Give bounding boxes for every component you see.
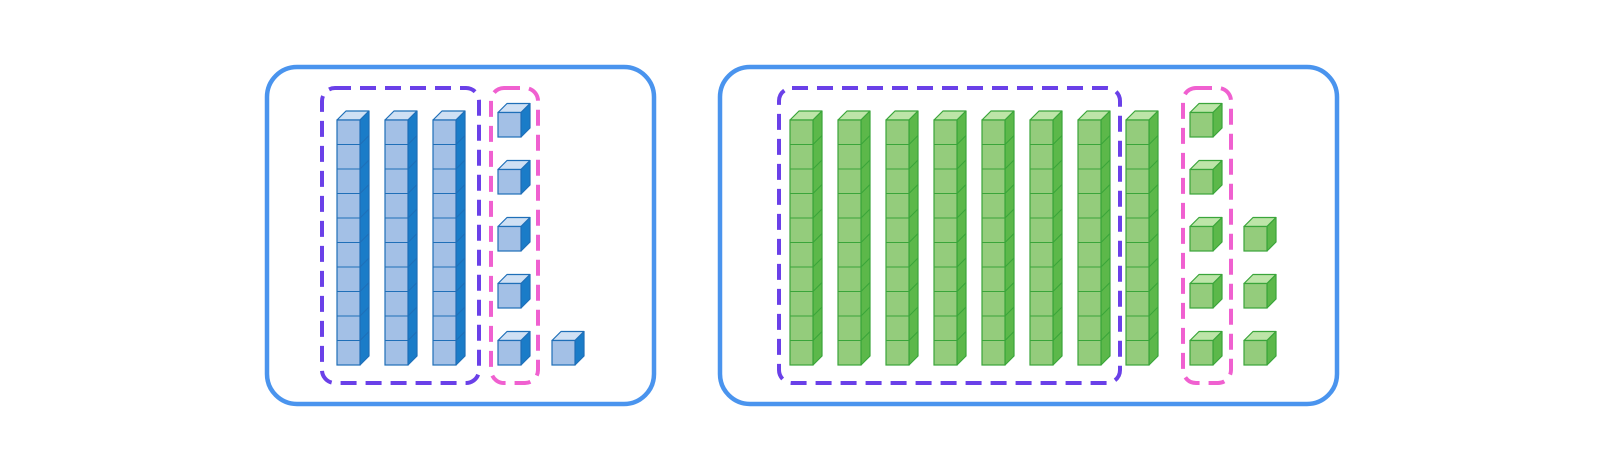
unit-cube bbox=[497, 216, 531, 252]
tens-group-outline bbox=[320, 86, 481, 385]
panel-frame bbox=[264, 64, 657, 407]
unit-cube bbox=[1189, 273, 1223, 309]
ones-group-outline bbox=[489, 86, 540, 385]
panel-frame bbox=[717, 64, 1340, 407]
unit-cube bbox=[497, 159, 531, 195]
unit-cube bbox=[497, 330, 531, 366]
unit-cube bbox=[1189, 330, 1223, 366]
ten-rod bbox=[981, 110, 1015, 366]
left-panel bbox=[264, 64, 657, 407]
unit-cube bbox=[497, 273, 531, 309]
ten-rod bbox=[837, 110, 871, 366]
unit-cube bbox=[1189, 102, 1223, 138]
ten-rod bbox=[1077, 110, 1111, 366]
ten-rod bbox=[336, 110, 370, 366]
ones-group-outline bbox=[1181, 86, 1233, 385]
ten-rod bbox=[933, 110, 967, 366]
ten-rod bbox=[1029, 110, 1063, 366]
extra-ten-rod bbox=[1125, 110, 1159, 366]
extra-unit-cube bbox=[1243, 216, 1277, 252]
ten-rod bbox=[885, 110, 919, 366]
ten-rod bbox=[384, 110, 418, 366]
ten-rod bbox=[789, 110, 823, 366]
unit-cube bbox=[497, 102, 531, 138]
unit-cube bbox=[1189, 159, 1223, 195]
ten-rod bbox=[432, 110, 466, 366]
extra-unit-cube bbox=[551, 330, 585, 366]
right-panel bbox=[717, 64, 1340, 407]
unit-cube bbox=[1189, 216, 1223, 252]
extra-unit-cube bbox=[1243, 330, 1277, 366]
tens-group-outline bbox=[777, 86, 1122, 385]
extra-unit-cube bbox=[1243, 273, 1277, 309]
